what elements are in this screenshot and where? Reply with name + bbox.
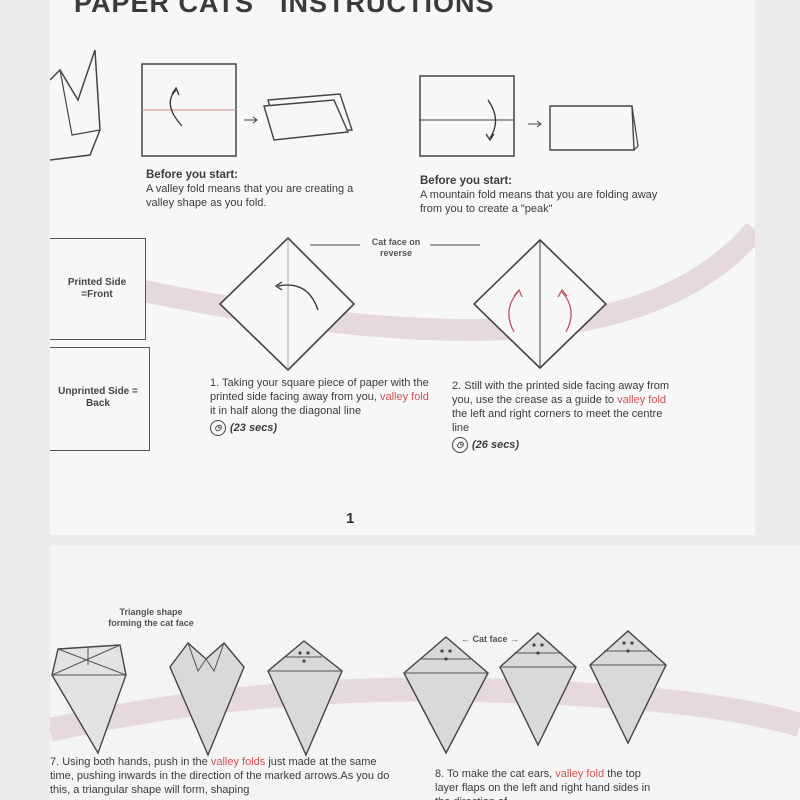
printed-side-box: Printed Side =Front — [50, 238, 146, 340]
mountain-fold-note: Before you start:A mountain fold means t… — [420, 175, 658, 215]
step2-time: (26 secs) — [472, 438, 520, 451]
step1-time: (23 secs) — [230, 421, 278, 434]
clock-icon: ◷ — [452, 437, 468, 453]
step1-diagram — [218, 236, 356, 372]
page-number: 1 — [346, 510, 355, 527]
instruction-page-2: Triangle shape forming the cat face ← Ca… — [50, 545, 800, 800]
step2-text: 2. Still with the printed side facing aw… — [452, 379, 682, 453]
unprinted-side-box: Unprinted Side = Back — [50, 347, 150, 451]
valley-fold-diagram — [141, 63, 353, 157]
step2-diagram — [472, 238, 608, 370]
unprinted-side-label: Unprinted Side = Back — [58, 386, 138, 409]
printed-side-label: Printed Side =Front — [67, 277, 127, 300]
step8-diagram-c — [589, 630, 667, 745]
step7-diagram-a — [51, 644, 127, 755]
step7-diagram-c — [267, 640, 343, 757]
mountain-fold-diagram — [419, 75, 639, 157]
step7-diagram-b — [169, 641, 245, 757]
partial-fold-diagram — [50, 49, 101, 161]
cat-face-leader-lines — [310, 244, 480, 246]
cat-face-label: ← Cat face → — [460, 634, 520, 644]
clock-icon: ◷ — [210, 420, 226, 436]
decorative-swirl — [50, 222, 755, 342]
step7-text: 7. Using both hands, push in the valley … — [50, 756, 390, 796]
valley-fold-note: Before you start:A valley fold means tha… — [146, 169, 354, 209]
triangle-shape-label: Triangle shape forming the cat face — [108, 607, 194, 628]
step8-diagram-b — [499, 632, 577, 747]
step8-diagram-a — [403, 636, 489, 755]
step8-text: 8. To make the cat ears, valley fold the… — [435, 768, 651, 800]
cat-face-reverse-label: Cat face on reverse — [371, 237, 421, 258]
step1-text: 1. Taking your square piece of paper wit… — [210, 376, 430, 436]
